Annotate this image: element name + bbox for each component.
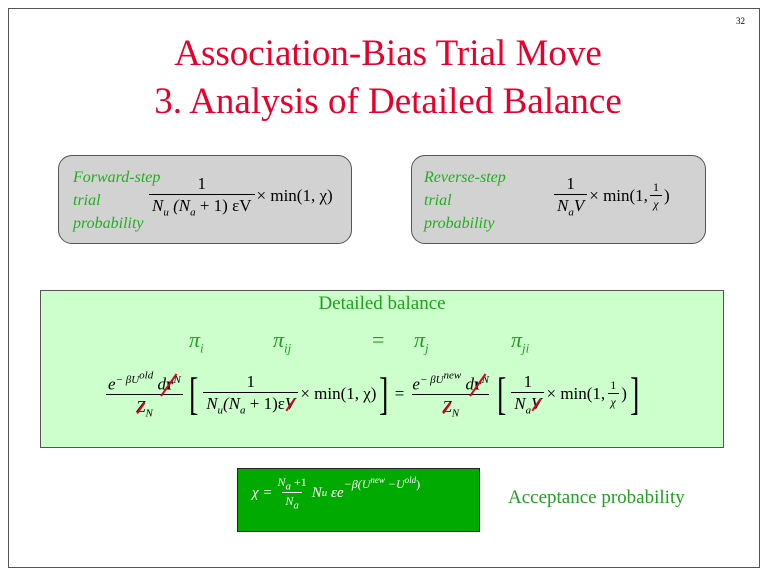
slide-title-line1: Association-Bias Trial Move (174, 33, 602, 74)
lhs-boltzmann-fraction: e− βUold drN ZN (106, 369, 183, 420)
rhs-boltzmann-fraction: e− βUnew drN ZN (412, 369, 490, 420)
detailed-balance-heading: Detailed balance (318, 293, 446, 314)
slide-frame (8, 8, 760, 568)
pi-j: πj (414, 327, 429, 356)
pi-ij: πij (273, 327, 292, 356)
page-number: 32 (736, 16, 745, 26)
pi-i: πi (189, 327, 204, 356)
acceptance-probability-label: Acceptance probability (508, 487, 685, 508)
detailed-balance-panel: Detailed balance πi πij = πj πji e− βUol… (40, 290, 724, 448)
pi-ji: πji (511, 327, 530, 356)
slide-title-line2: 3. Analysis of Detailed Balance (154, 81, 622, 122)
equals-sign: = (372, 327, 385, 352)
